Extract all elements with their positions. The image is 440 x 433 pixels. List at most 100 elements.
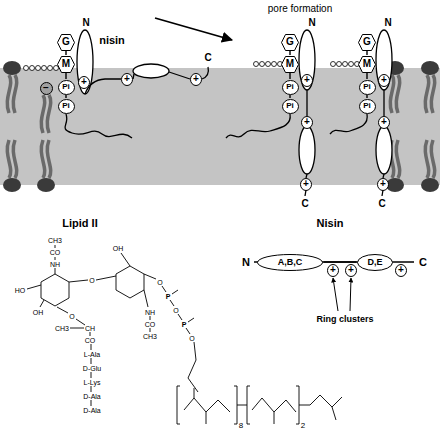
atom-label: O xyxy=(69,313,74,320)
lipid-tail xyxy=(390,75,393,113)
charge-circle: + xyxy=(190,73,202,86)
atom-label: OH xyxy=(113,245,124,252)
node-label: G xyxy=(62,37,70,47)
node-label: + xyxy=(303,179,309,189)
node-label: + xyxy=(348,265,354,275)
lipid-tail xyxy=(47,95,50,133)
atom-label: NH xyxy=(145,309,155,316)
bond-line xyxy=(65,95,66,98)
node-label: + xyxy=(380,179,386,189)
sugar-hexagon: G xyxy=(57,34,75,51)
atom-label: O xyxy=(157,279,162,286)
leader-arrow xyxy=(333,278,351,311)
molecule-name: Nisin xyxy=(317,218,344,229)
phosphate-circle: Pi xyxy=(282,80,299,95)
membrane xyxy=(0,68,440,185)
lipid-head xyxy=(421,61,439,75)
atom-label: CO xyxy=(145,321,156,328)
charge-circle: + xyxy=(378,74,390,87)
terminus-label: C xyxy=(204,53,211,63)
lipid-bilayer xyxy=(3,61,439,192)
charge-circle: − xyxy=(40,82,53,95)
bond-line xyxy=(324,261,357,262)
lipid-tail xyxy=(7,75,10,113)
node-label: Pi xyxy=(286,83,294,91)
lipid-tail xyxy=(41,140,44,178)
bond-line xyxy=(366,95,367,98)
terminus-label: N xyxy=(82,18,89,28)
atom-label: P xyxy=(182,321,187,328)
atom-label: P xyxy=(166,293,171,300)
bond-line xyxy=(65,73,66,79)
bond-line xyxy=(289,95,290,98)
ellipse-outline xyxy=(328,264,339,276)
atom-label: CH xyxy=(85,325,95,332)
amino-acid: D-Ala xyxy=(83,407,101,414)
ellipse-outline xyxy=(359,80,375,94)
node-label: M xyxy=(62,59,70,69)
node-label: M xyxy=(363,59,371,69)
phosphate-circle: Pi xyxy=(359,80,376,95)
node-label: + xyxy=(330,265,336,275)
node-label: M xyxy=(286,59,294,69)
lipid-head xyxy=(3,178,21,192)
atom-label: NH xyxy=(50,261,60,268)
lipid-tail xyxy=(425,75,428,113)
ellipse-outline xyxy=(302,74,313,86)
node-label: + xyxy=(381,117,387,127)
ellipse-outline xyxy=(358,254,393,270)
node-label: − xyxy=(43,83,49,93)
atom-label: HO xyxy=(15,287,26,294)
terminus-label: N xyxy=(242,257,250,268)
node-label: G xyxy=(286,37,294,47)
ellipse-outline xyxy=(379,116,390,128)
charge-circle: + xyxy=(78,76,90,89)
ellipse-outline xyxy=(79,76,90,88)
charge-circle: + xyxy=(301,74,313,87)
charge-circle: + xyxy=(121,73,133,86)
lipid-tail xyxy=(7,140,10,178)
amino-acid: D-Glu xyxy=(83,365,101,372)
lipid-tail xyxy=(396,75,399,113)
lipid-tail xyxy=(41,95,44,133)
terminus-label: N xyxy=(308,18,315,28)
ellipse-outline xyxy=(378,178,389,190)
node-label: + xyxy=(304,75,310,85)
repeat-count: 2 xyxy=(301,422,305,430)
node-label: D,E xyxy=(367,258,382,267)
ellipse-outline xyxy=(379,74,390,86)
node-label: + xyxy=(193,74,199,84)
ellipse-outline xyxy=(396,264,407,276)
charge-circle: + xyxy=(395,264,407,277)
lipid-head xyxy=(421,178,439,192)
atom-label: CH3 xyxy=(143,333,157,340)
molecule-name: Lipid II xyxy=(62,218,97,229)
sugar-hexagon: M xyxy=(281,56,299,73)
lipid-tail xyxy=(13,75,16,113)
ellipse-outline xyxy=(282,80,298,94)
lipid-tail xyxy=(396,140,399,178)
ring-ellipse: A,B,C xyxy=(257,254,323,271)
atom-label: CO xyxy=(85,337,96,344)
node-label: A,B,C xyxy=(278,258,303,267)
terminus-label: C xyxy=(301,199,308,209)
amino-acid: L-Ala xyxy=(84,351,100,358)
bond-line xyxy=(289,73,290,79)
lipid-tail xyxy=(431,75,434,113)
charge-circle: + xyxy=(301,116,313,129)
hexagon-outline xyxy=(58,34,75,50)
terminus-label: N xyxy=(384,18,391,28)
lipid-head xyxy=(37,178,55,192)
ellipse-outline xyxy=(40,82,52,94)
atom-label: CH3 xyxy=(48,237,62,244)
sugar-hexagon: G xyxy=(358,34,376,51)
caption-text: pore formation xyxy=(268,4,332,14)
nisin-peptide xyxy=(77,30,392,196)
hexagon-outline xyxy=(282,34,299,50)
charge-circle: + xyxy=(377,178,389,191)
arrow xyxy=(155,18,232,40)
terminus-label: C xyxy=(378,199,385,209)
lipid-tail xyxy=(13,140,16,178)
hexagon-outline xyxy=(359,56,376,72)
sugar-hexagon: M xyxy=(358,56,376,73)
